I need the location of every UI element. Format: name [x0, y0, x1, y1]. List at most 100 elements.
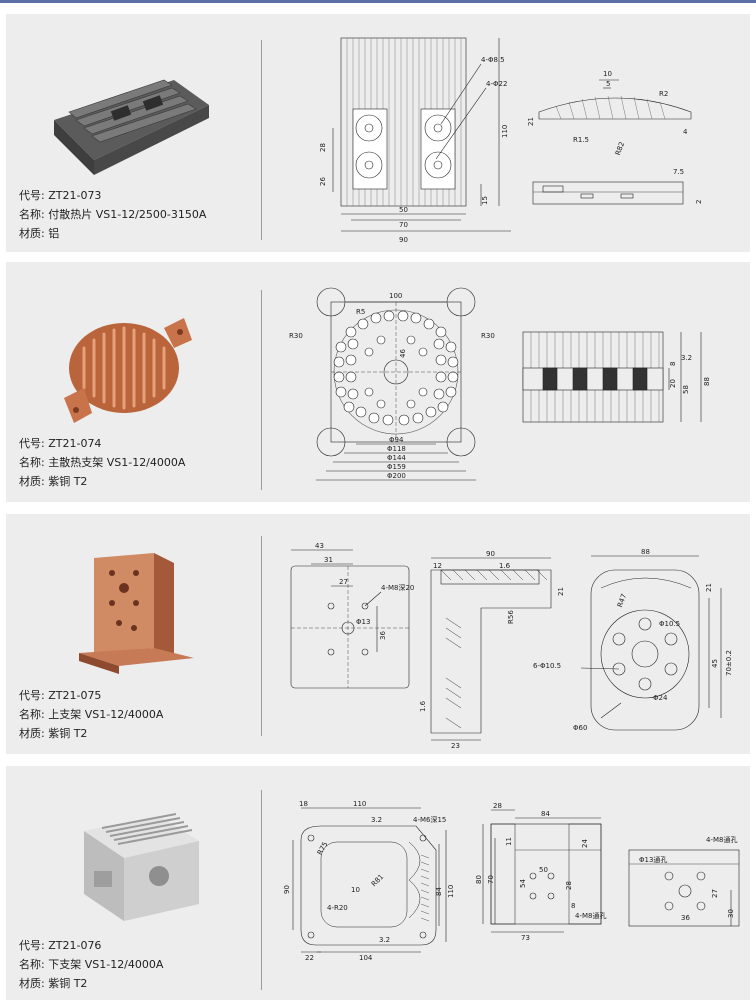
dim-label: 5 [606, 80, 610, 88]
dim-label: Φ60 [573, 724, 587, 732]
part-card-zt21-073: 代号: ZT21-073 名称: 付散热片 VS1-12/2500-3150A … [6, 14, 750, 252]
dim-label: R1.5 [573, 136, 589, 144]
dim-label: R75 [316, 841, 330, 857]
dim-label: 4-M8深20 [381, 583, 414, 592]
dim-label: 4-M6深15 [413, 815, 446, 824]
dim-label: 90 [399, 236, 408, 244]
dim-label: 73 [521, 934, 530, 942]
dim-label: 70±0.2 [725, 650, 733, 676]
column-divider [261, 40, 262, 240]
dim-label: 23 [451, 742, 460, 750]
top-rule [0, 0, 756, 3]
aluminum-block-photo [84, 813, 199, 921]
material-label: 材质: [19, 227, 45, 240]
dim-label: 58 [682, 385, 690, 394]
dim-label: Φ13通孔 [639, 855, 667, 864]
dim-label: 3.2 [681, 354, 692, 362]
heatsink-photo [54, 79, 209, 175]
part-name: 上支架 VS1-12/4000A [48, 708, 164, 721]
technical-drawing-zt21-075: 43 31 27 4-M8深20 Φ13 36 90 12 1.6 21 R56… [290, 542, 733, 750]
technical-drawing-zt21-076: 18 110 3.2 4-M6深15 R75 10 R81 90 84 110 … [283, 800, 740, 962]
dim-label: R2 [659, 90, 668, 98]
dim-label: 110 [447, 885, 455, 898]
dim-label: 21 [527, 117, 535, 126]
material-label: 材质: [19, 727, 45, 740]
dim-label: 1.6 [419, 700, 427, 712]
dim-label: 7.5 [673, 168, 684, 176]
column-divider [261, 290, 262, 490]
dim-label: 36 [681, 914, 690, 922]
dim-label: Φ24 [653, 694, 668, 702]
dim-label: 50 [399, 206, 408, 214]
code-label: 代号: [19, 437, 45, 450]
dim-label: 54 [519, 879, 527, 888]
part-card-zt21-076: 代号: ZT21-076 名称: 下支架 VS1-12/4000A 材质: 紫铜… [6, 766, 750, 1000]
dim-label: 4-Φ22 [486, 80, 507, 88]
code-label: 代号: [19, 939, 45, 952]
dim-label: Φ159 [387, 463, 406, 471]
dim-label: 88 [641, 548, 650, 556]
dim-label: 4 [683, 128, 688, 136]
dim-label: 30 [727, 909, 735, 918]
dim-label: R56 [507, 610, 515, 624]
dim-label: 50 [539, 866, 548, 874]
column-divider [261, 790, 262, 990]
part-material: 铝 [48, 227, 60, 240]
name-label: 名称: [19, 708, 45, 721]
dim-label: Φ118 [387, 445, 406, 453]
name-label: 名称: [19, 456, 45, 469]
dim-label: 31 [324, 556, 333, 564]
dim-label: 45 [711, 659, 719, 668]
part-card-zt21-075: 代号: ZT21-075 名称: 上支架 VS1-12/4000A 材质: 紫铜… [6, 514, 750, 754]
dim-label: Φ10.5 [659, 620, 680, 628]
column-divider [261, 536, 262, 736]
dim-label: Φ13 [356, 618, 370, 626]
dim-label: 10 [603, 70, 612, 78]
dim-label: 110 [501, 125, 509, 138]
part-card-zt21-074: 代号: ZT21-074 名称: 主散热支架 VS1-12/4000A 材质: … [6, 262, 750, 502]
dim-label: 36 [379, 631, 387, 640]
dim-label: 43 [315, 542, 324, 550]
dim-label: R30 [289, 332, 303, 340]
dim-label: 3.2 [371, 816, 382, 824]
part-meta: 代号: ZT21-075 名称: 上支架 VS1-12/4000A 材质: 紫铜… [19, 686, 163, 743]
dim-label: 104 [359, 954, 373, 962]
dim-label: 24 [581, 839, 589, 848]
dim-label: 6-Φ10.5 [533, 662, 561, 670]
dim-label: 46 [399, 349, 407, 358]
dim-label: 4-M8通孔 [706, 835, 737, 844]
part-code: ZT21-073 [48, 189, 102, 202]
dim-label: 70 [487, 875, 495, 884]
band-gap [0, 252, 756, 260]
dim-label: 8 [571, 902, 575, 910]
dim-label: R81 [370, 873, 385, 888]
part-material: 紫铜 T2 [48, 475, 88, 488]
part-material: 紫铜 T2 [48, 727, 88, 740]
dim-label: 80 [475, 875, 483, 884]
code-label: 代号: [19, 689, 45, 702]
band-gap [0, 502, 756, 510]
dim-label: 84 [541, 810, 550, 818]
dim-label: R47 [616, 593, 628, 609]
copper-bracket-photo [79, 553, 194, 674]
dim-label: 27 [711, 889, 719, 898]
dim-label: 8 [669, 362, 677, 366]
technical-drawing-zt21-073: 4-Φ8.5 4-Φ22 28 26 110 15 50 70 90 10 5 … [319, 37, 703, 244]
dim-label: 15 [481, 196, 489, 205]
dim-label: 20 [669, 379, 677, 388]
dim-label: 90 [283, 885, 291, 894]
dim-label: 90 [486, 550, 495, 558]
dim-label: 2 [695, 200, 703, 204]
dim-label: 88 [703, 377, 711, 386]
part-name: 付散热片 VS1-12/2500-3150A [48, 208, 207, 221]
dim-label: 10 [351, 886, 360, 894]
dim-label: 28 [493, 802, 502, 810]
part-meta: 代号: ZT21-074 名称: 主散热支架 VS1-12/4000A 材质: … [19, 434, 185, 491]
dim-label: 70 [399, 221, 408, 229]
material-label: 材质: [19, 977, 45, 990]
part-material: 紫铜 T2 [48, 977, 88, 990]
dim-label: 84 [435, 887, 443, 896]
dim-label: 110 [353, 800, 366, 808]
dim-label: 4-R20 [327, 904, 348, 912]
part-code: ZT21-074 [48, 437, 102, 450]
